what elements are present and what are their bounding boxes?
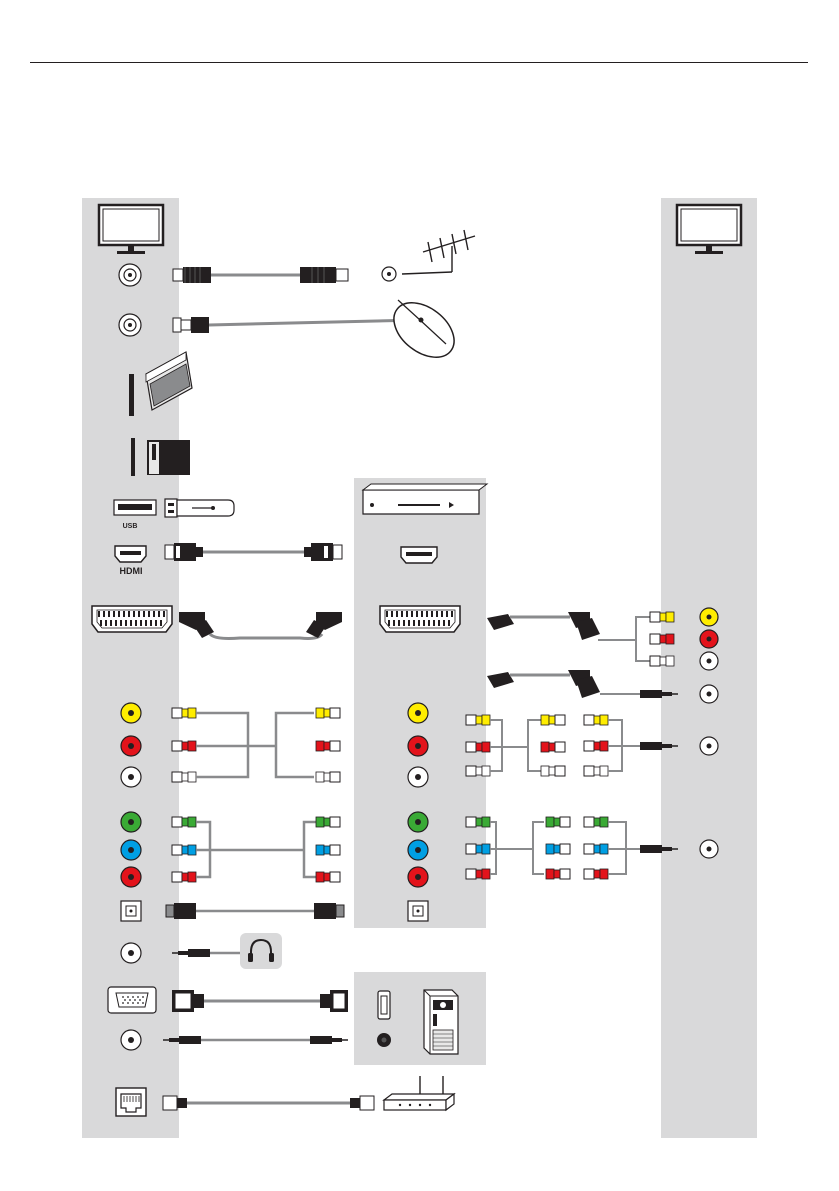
player-scart-port-icon (380, 606, 460, 632)
ethernet-port-icon (116, 1088, 146, 1116)
headphone-cable (172, 949, 240, 957)
scart-jack-adapter (487, 670, 678, 698)
hdmi-cable (165, 543, 342, 561)
satellite-dish-icon (384, 292, 465, 369)
scart-port-icon (92, 606, 172, 632)
player-rca-port-icon (408, 703, 428, 787)
satellite-port-icon (119, 314, 141, 336)
adapter-rca-plugs (650, 612, 674, 666)
component-port-icon (121, 812, 141, 887)
usb-stick-icon (165, 499, 234, 517)
player-composite-adapter (466, 715, 678, 776)
audio-in-port-icon (121, 1030, 141, 1050)
usb-port-icon (114, 500, 156, 515)
vga-cable (172, 990, 348, 1012)
pc-tower-icon (424, 990, 458, 1054)
scart-rca-adapter (487, 612, 650, 661)
pc-audio-port-icon (377, 1033, 391, 1047)
hdmi-port-icon (115, 546, 146, 562)
player-hdmi-port-icon (401, 547, 437, 563)
router-icon (384, 1076, 454, 1110)
headphone-jack-icon (121, 943, 141, 963)
headphones-icon (240, 933, 282, 969)
pc-audio-cable (163, 1036, 348, 1044)
antenna-port-icon (119, 264, 141, 286)
rca-port-icon (121, 703, 141, 787)
component-cable (172, 817, 340, 882)
player-component-adapter (466, 817, 678, 879)
optical-cable (166, 903, 344, 919)
pc-vga-port-icon (378, 991, 390, 1019)
vga-port-icon (108, 987, 156, 1013)
pc-panel (354, 972, 486, 1065)
antenna-icon (402, 230, 475, 274)
dvd-player-icon (363, 484, 487, 514)
optical-port-icon (121, 901, 141, 921)
usb-label: USB (123, 523, 138, 530)
ethernet-cable (163, 1096, 374, 1110)
composite-cable (172, 708, 340, 782)
hdmi-label: HDMI (120, 566, 143, 576)
player-optical-port-icon (408, 901, 428, 921)
scart-cable (179, 612, 342, 639)
player-component-port-icon (408, 812, 428, 887)
antenna-wall-port-icon (382, 267, 396, 281)
rca-port-icon (700, 608, 718, 670)
satellite-cable (173, 317, 420, 333)
antenna-cable (173, 267, 348, 283)
